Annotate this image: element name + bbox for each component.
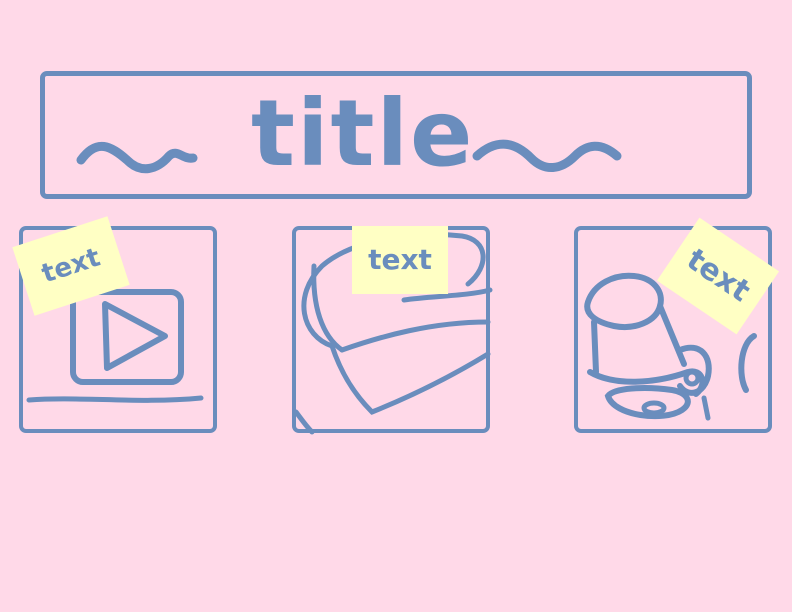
title-box: title [40, 71, 752, 199]
thumbnail-card-1[interactable]: text [12, 216, 217, 433]
video-play-icon [26, 289, 204, 403]
title-squiggles [76, 139, 622, 174]
card-note: text [352, 226, 448, 294]
page-title: title [251, 80, 475, 187]
thumbnail-card-3[interactable]: text [574, 217, 780, 433]
inhaler-icon [584, 272, 757, 421]
thumbnail-card-2[interactable]: text [292, 226, 493, 435]
